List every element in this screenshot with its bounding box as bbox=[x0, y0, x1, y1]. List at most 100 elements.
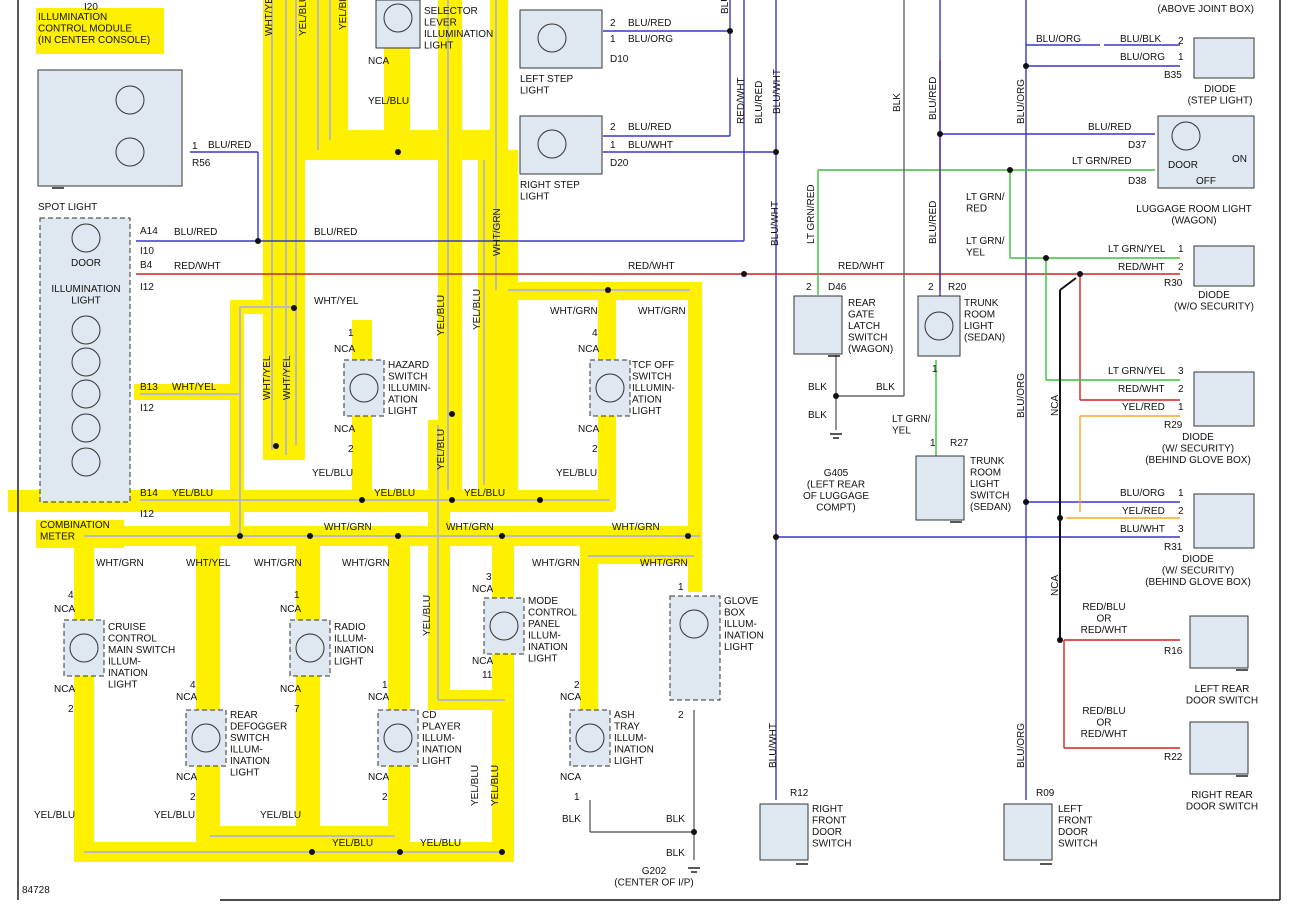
label-pins-p1: 1 bbox=[294, 590, 300, 601]
label-pins-p1: 1 bbox=[1178, 244, 1184, 255]
label-components-diode_step: DIODE(STEP LIGHT) bbox=[1188, 84, 1253, 107]
label-connectors-d37: D37 bbox=[1128, 140, 1147, 151]
glove-lamp bbox=[669, 595, 721, 701]
hazard-lamp bbox=[343, 359, 385, 417]
label-wires-wht_grn: WHT/GRN bbox=[550, 306, 598, 317]
label-wires-wht_grn: WHT/GRN bbox=[446, 522, 494, 533]
lr-door-switch bbox=[1189, 615, 1249, 669]
label-wires-blu_red: BLU/RED bbox=[754, 81, 765, 124]
label-wires-blu_wht: BLU/WHT bbox=[772, 69, 783, 114]
diode-w1-box bbox=[1193, 371, 1255, 427]
label-wires-blk: BLK bbox=[808, 410, 827, 421]
label-wires-yel_blu: YEL/BLU bbox=[472, 289, 483, 330]
label-wires-blu_org: BLU/ORG bbox=[1120, 488, 1165, 499]
label-pins-p2: 2 bbox=[1178, 36, 1184, 47]
label-pins-p2: 2 bbox=[678, 710, 684, 721]
label-connectors-a14: A14 bbox=[140, 226, 158, 237]
label-wires-lt_grn_yel_split: LT GRN/YEL bbox=[966, 236, 1005, 259]
label-wires-blu_red: BLU/RED bbox=[628, 122, 671, 133]
cruise-lamp bbox=[63, 619, 105, 677]
label-connectors-i12b: I12 bbox=[140, 403, 154, 414]
selector-lamp bbox=[375, 0, 421, 49]
label-wires-blu_org: BLU/ORG bbox=[1120, 52, 1165, 63]
label-connectors-r12: R12 bbox=[790, 788, 809, 799]
label-wires-yel_blu: YEL/BLU bbox=[556, 468, 597, 479]
component-layer bbox=[37, 0, 1255, 873]
label-wires-wht_grn: WHT/GRN bbox=[640, 558, 688, 569]
label-wires-lt_grn_red_split: LT GRN/RED bbox=[966, 192, 1005, 215]
label-connectors-r31: R31 bbox=[1164, 542, 1183, 553]
label-wires-red_wht: RED/WHT bbox=[1118, 384, 1165, 395]
rf-door-switch bbox=[759, 803, 809, 861]
label-wires-red_wht: RED/WHT bbox=[628, 261, 675, 272]
label-wires-wht_grn: WHT/GRN bbox=[342, 558, 390, 569]
label-wires-blk: BLK bbox=[666, 848, 685, 859]
label-connectors-d20: D20 bbox=[610, 158, 629, 169]
label-wires-blu_red: BLU/RED bbox=[208, 140, 251, 151]
label-pins-p1: 1 bbox=[930, 438, 936, 449]
label-wires-nca: NCA bbox=[1050, 575, 1061, 596]
label-wires-blu_red: BLU/RED bbox=[720, 0, 731, 14]
label-wires-lt_grn_yel_split: LT GRN/YEL bbox=[892, 414, 931, 437]
label-wires-nca: NCA bbox=[578, 344, 599, 355]
tcf-lamp bbox=[589, 359, 631, 417]
label-wires-nca: NCA bbox=[472, 656, 493, 667]
label-wires-nca: NCA bbox=[578, 424, 599, 435]
junction-dots bbox=[237, 28, 1083, 855]
bulb-icons bbox=[69, 3, 1201, 753]
label-pins-p2: 2 bbox=[190, 792, 196, 803]
label-wires-yel_blu: YEL/BLU bbox=[312, 468, 353, 479]
label-wires-nca: NCA bbox=[176, 772, 197, 783]
label-wires-wht_yel: WHT/YEL bbox=[264, 0, 275, 36]
label-wires-wht_grn: WHT/GRN bbox=[612, 522, 660, 533]
label-wires-yel_blu: YEL/BLU bbox=[154, 810, 195, 821]
label-figure_id: 84728 bbox=[22, 885, 50, 896]
label-top_connector: I20 bbox=[84, 2, 98, 13]
label-pins-p2: 2 bbox=[806, 282, 812, 293]
label-wires-nca: NCA bbox=[280, 604, 301, 615]
label-connectors-r56: R56 bbox=[192, 158, 211, 169]
label-wires-lt_grn_red: LT GRN/RED bbox=[806, 184, 817, 244]
label-wires-blu_org: BLU/ORG bbox=[1016, 723, 1027, 768]
label-pins-p2: 2 bbox=[610, 18, 616, 29]
label-wires-blu_wht: BLU/WHT bbox=[1120, 524, 1165, 535]
label-pins-p2: 2 bbox=[1178, 384, 1184, 395]
label-wires-nca: NCA bbox=[368, 772, 389, 783]
meter-highlight bbox=[36, 520, 124, 548]
label-wires-wht_yel: WHT/YEL bbox=[172, 382, 217, 393]
right-step-lamp bbox=[519, 115, 603, 175]
label-pins-p1: 1 bbox=[610, 34, 616, 45]
label-pins-p2: 2 bbox=[928, 282, 934, 293]
label-wires-yel_blu: YEL/BLU bbox=[368, 96, 409, 107]
label-components-diode_w1: DIODE(W/ SECURITY)(BEHIND GLOVE BOX) bbox=[1145, 432, 1251, 466]
label-components-door: DOOR bbox=[71, 258, 101, 269]
label-components-on: ON bbox=[1232, 154, 1247, 165]
label-wires-nca: NCA bbox=[334, 424, 355, 435]
label-connectors-r29: R29 bbox=[1164, 420, 1183, 431]
label-wires-yel_blu: YEL/BLU bbox=[436, 295, 447, 336]
label-wires-nca: NCA bbox=[334, 344, 355, 355]
label-connectors-r20: R20 bbox=[948, 282, 967, 293]
label-wires-nca: NCA bbox=[176, 692, 197, 703]
rear-gate-switch bbox=[793, 295, 843, 355]
label-pins-p1: 1 bbox=[1178, 488, 1184, 499]
label-wires-yel_blu: YEL/BLU bbox=[172, 488, 213, 499]
label-wires-blu_red: BLU/RED bbox=[314, 227, 357, 238]
label-connectors-r16: R16 bbox=[1164, 646, 1183, 657]
label-pins-p1: 1 bbox=[1178, 52, 1184, 63]
label-pins-p2: 2 bbox=[348, 444, 354, 455]
label-wires-blk: BLK bbox=[808, 382, 827, 393]
